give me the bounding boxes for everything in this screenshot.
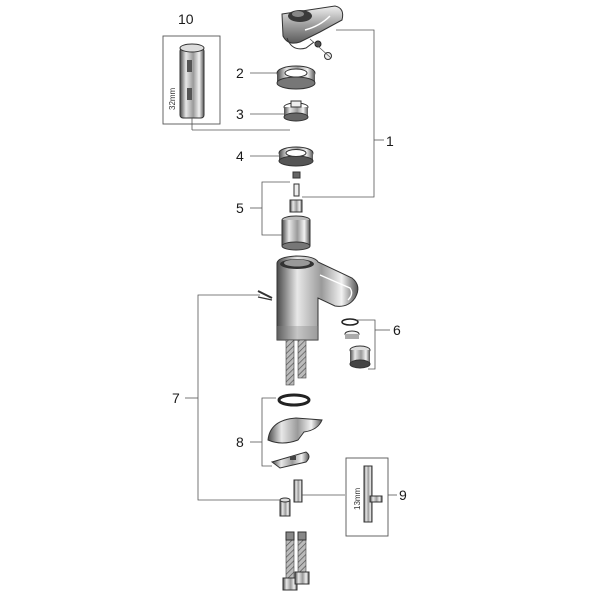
flex-hoses (282, 531, 310, 591)
callout-4: 4 (236, 148, 244, 164)
part-6-aerator (341, 318, 371, 369)
part-3-bushing (283, 100, 309, 122)
callout-8: 8 (236, 434, 244, 450)
lever-handle (281, 5, 344, 50)
part-8-mounting-kit (267, 393, 323, 469)
callout-1: 1 (386, 133, 394, 149)
callout-7: 7 (172, 390, 180, 406)
part-5-cartridge (281, 171, 311, 251)
spanner-tool-9 (363, 465, 373, 523)
tool-9-group: 13mm (345, 457, 389, 537)
set-screw (257, 290, 273, 299)
faucet-body (276, 255, 359, 341)
dimension-32mm: 32mm (168, 87, 177, 110)
screw (324, 52, 332, 60)
callout-9: 9 (399, 487, 407, 503)
bracket-6 (356, 319, 376, 370)
threaded-rod (279, 479, 303, 517)
bracket-7 (197, 294, 280, 501)
dimension-13mm: 13mm (353, 487, 362, 510)
callout-6: 6 (393, 322, 401, 338)
socket-tool-10 (179, 47, 205, 119)
part-2-ring (276, 65, 316, 90)
bracket-1 (302, 29, 375, 198)
callout-3: 3 (236, 106, 244, 122)
part-4-nut (278, 146, 314, 167)
bracket-5 (261, 181, 290, 236)
callout-5: 5 (236, 200, 244, 216)
supply-hoses (285, 339, 307, 386)
tool-10-group: 32mm (162, 35, 290, 131)
callout-2: 2 (236, 65, 244, 81)
callout-10: 10 (178, 11, 194, 27)
bracket-8 (261, 397, 276, 467)
